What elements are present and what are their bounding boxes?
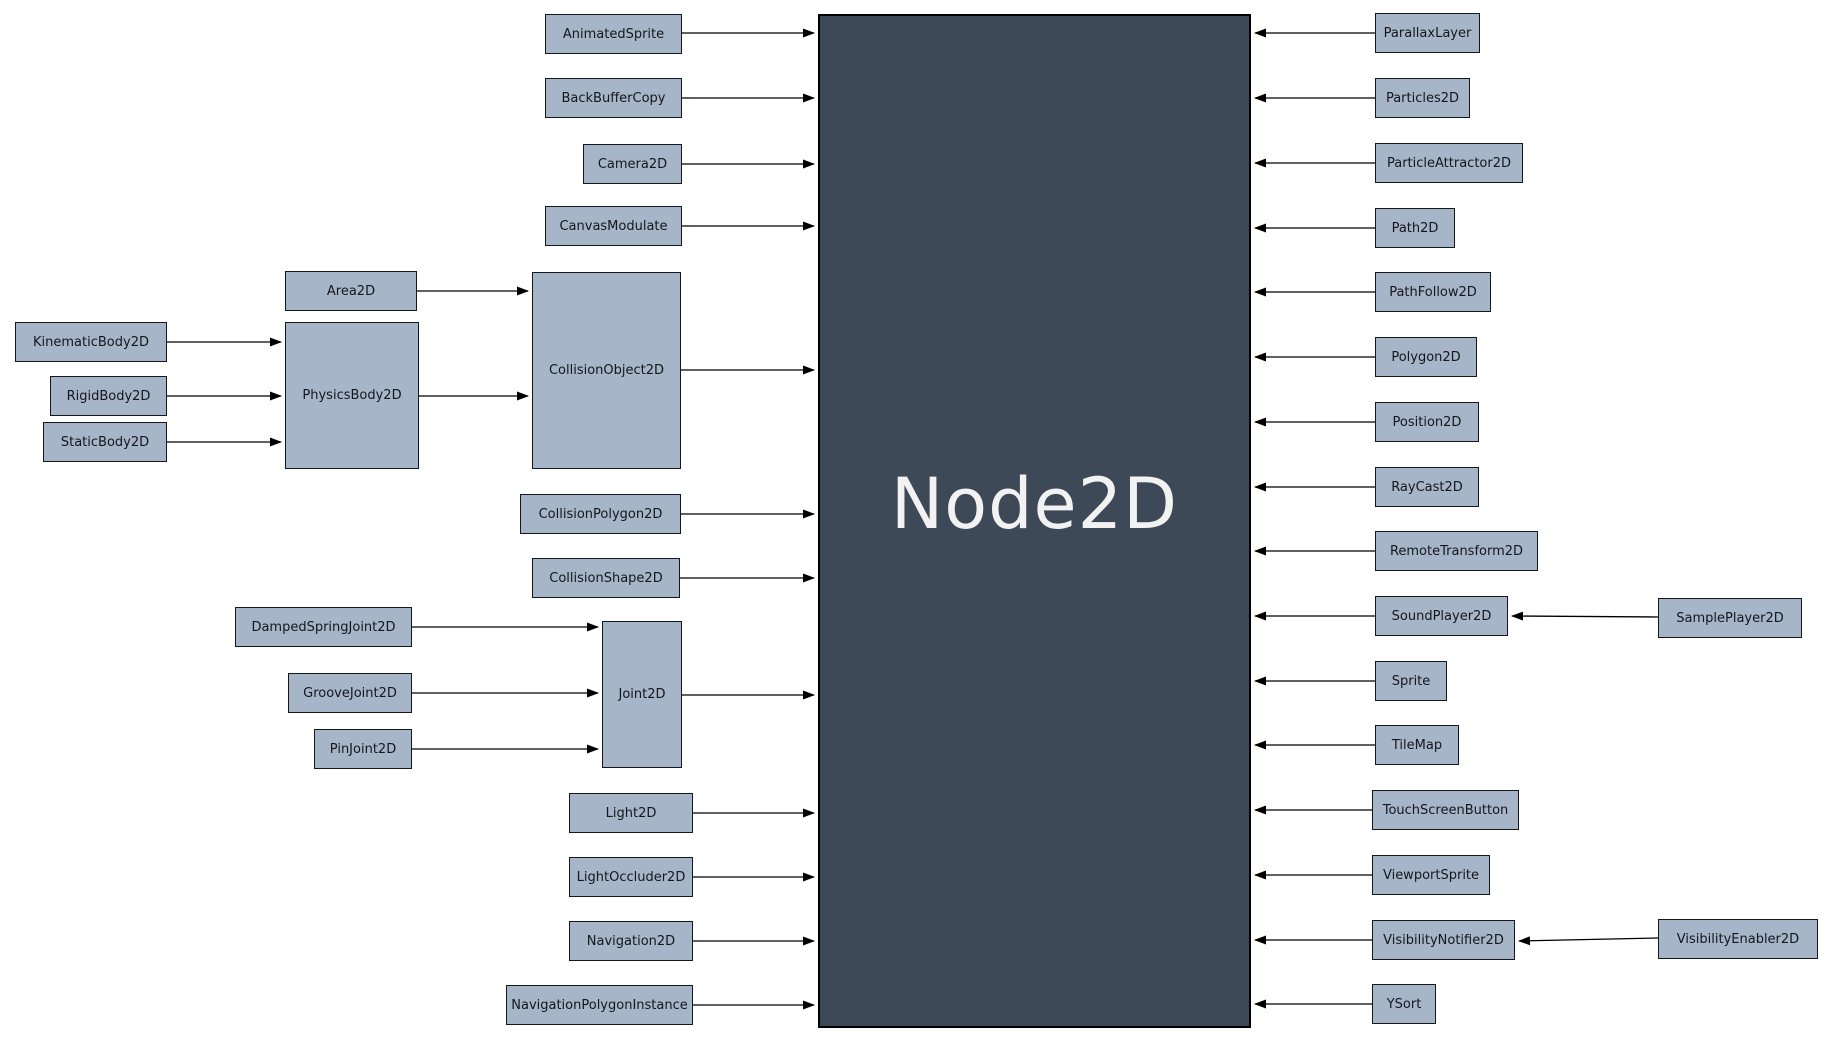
node-collisionobject2d: CollisionObject2D [532, 272, 681, 469]
node-sprite: Sprite [1375, 661, 1447, 701]
node-label: CollisionObject2D [548, 363, 665, 378]
node-label: NavigationPolygonInstance [511, 997, 688, 1013]
node-node2d: Node2D [818, 14, 1251, 1028]
node-sampleplayer2d: SamplePlayer2D [1658, 598, 1802, 638]
node-label: PathFollow2D [1389, 284, 1477, 300]
node-navigationpolygoninstance: NavigationPolygonInstance [506, 985, 693, 1025]
node-position2d: Position2D [1375, 402, 1479, 442]
node-animatedsprite: AnimatedSprite [545, 14, 682, 54]
node-label: YSort [1386, 996, 1422, 1012]
node-label: Particles2D [1385, 90, 1460, 106]
node-kinematicbody2d: KinematicBody2D [15, 322, 167, 362]
node-pinjoint2d: PinJoint2D [314, 729, 412, 769]
node-label: Light2D [605, 805, 657, 821]
node-label: CanvasModulate [559, 218, 668, 234]
node-path2d: Path2D [1375, 208, 1455, 248]
node-label: DampedSpringJoint2D [251, 619, 396, 635]
node-tilemap: TileMap [1375, 725, 1459, 765]
node-groovejoint2d: GrooveJoint2D [288, 673, 412, 713]
node-collisionshape2d: CollisionShape2D [532, 558, 680, 598]
node-label: Path2D [1391, 220, 1439, 236]
node-label: RemoteTransform2D [1389, 543, 1524, 559]
node-label: VisibilityNotifier2D [1383, 932, 1504, 948]
node-label: ViewportSprite [1382, 867, 1480, 883]
node-label: Joint2D [618, 687, 666, 702]
node-label: ParticleAttractor2D [1386, 155, 1512, 171]
node-label: PhysicsBody2D [302, 388, 402, 403]
node-label: CollisionPolygon2D [538, 506, 663, 522]
node-visibilityenabler2d: VisibilityEnabler2D [1658, 919, 1818, 959]
node-label: Polygon2D [1391, 349, 1461, 365]
node-staticbody2d: StaticBody2D [43, 422, 167, 462]
node-joint2d: Joint2D [602, 621, 682, 768]
node-label: RayCast2D [1391, 479, 1463, 495]
node-soundplayer2d: SoundPlayer2D [1375, 596, 1508, 636]
node-touchscreenbutton: TouchScreenButton [1372, 790, 1519, 830]
node-polygon2d: Polygon2D [1375, 337, 1477, 377]
node-camera2d: Camera2D [583, 144, 682, 184]
node-label: LightOccluder2D [576, 869, 686, 885]
node-label: Camera2D [597, 156, 668, 172]
edge [1518, 936, 1659, 946]
node-label: TileMap [1391, 737, 1443, 753]
node-label: KinematicBody2D [33, 334, 149, 350]
node-canvasmodulate: CanvasModulate [545, 206, 682, 246]
node-label: Position2D [1392, 414, 1462, 430]
node-label: CollisionShape2D [549, 570, 663, 586]
node-label: BackBufferCopy [561, 90, 666, 106]
node-viewportsprite: ViewportSprite [1372, 855, 1490, 895]
node-particles2d: Particles2D [1375, 78, 1470, 118]
node-label: SamplePlayer2D [1676, 610, 1784, 626]
node-label: GrooveJoint2D [303, 685, 397, 701]
node-label: SoundPlayer2D [1391, 608, 1492, 624]
node-rigidbody2d: RigidBody2D [50, 376, 167, 416]
node-area2d: Area2D [285, 271, 417, 311]
node-raycast2d: RayCast2D [1375, 467, 1479, 507]
node-label: Area2D [326, 283, 376, 299]
node-label: Navigation2D [586, 933, 676, 949]
node-navigation2d: Navigation2D [569, 921, 693, 961]
center-node-label: Node2D [890, 463, 1179, 545]
node-label: AnimatedSprite [562, 26, 665, 42]
node-label: Sprite [1391, 673, 1431, 689]
node-dampedspringjoint2d: DampedSpringJoint2D [235, 607, 412, 647]
node-visibilitynotifier2d: VisibilityNotifier2D [1372, 920, 1515, 960]
node-label: TouchScreenButton [1382, 802, 1509, 818]
node-backbuffercopy: BackBufferCopy [545, 78, 682, 118]
node-label: VisibilityEnabler2D [1676, 931, 1800, 947]
node-remotetransform2d: RemoteTransform2D [1375, 531, 1538, 571]
node-parallaxlayer: ParallaxLayer [1375, 13, 1480, 53]
node-physicsbody2d: PhysicsBody2D [285, 322, 419, 469]
node-collisionpolygon2d: CollisionPolygon2D [520, 494, 681, 534]
node-label: PinJoint2D [329, 741, 397, 757]
node-pathfollow2d: PathFollow2D [1375, 272, 1491, 312]
node-lightoccluder2d: LightOccluder2D [569, 857, 693, 897]
node-label: StaticBody2D [60, 434, 150, 450]
node-label: RigidBody2D [66, 388, 151, 404]
node-particleattractor2d: ParticleAttractor2D [1375, 143, 1523, 183]
node-light2d: Light2D [569, 793, 693, 833]
node-ysort: YSort [1372, 984, 1436, 1024]
node-label: ParallaxLayer [1383, 25, 1472, 41]
edge [1511, 611, 1659, 621]
